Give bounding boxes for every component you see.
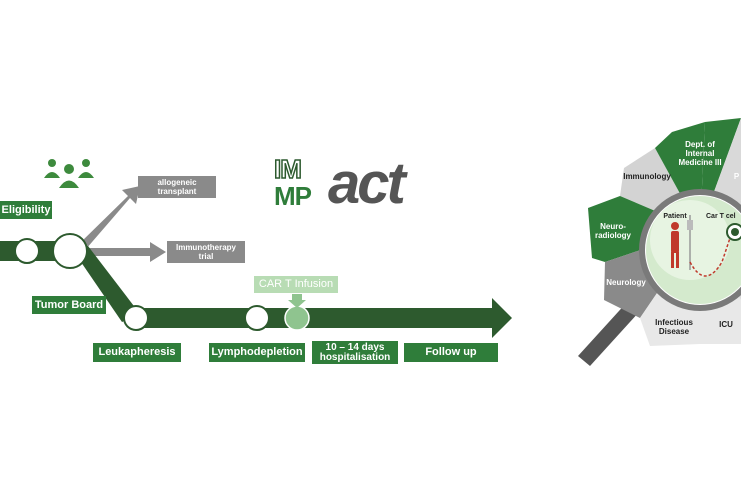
logo-mp: MP xyxy=(274,181,312,211)
hospitalisation-line2: hospitalisation xyxy=(319,351,391,363)
logo-act: act xyxy=(328,151,406,216)
immunotherapy-label: Immunotherapy trial xyxy=(167,241,245,263)
lymphodepletion-label: Lymphodepletion xyxy=(209,343,305,362)
car-t-connection-line xyxy=(689,237,731,277)
hospitalisation-line1: 10 – 14 days xyxy=(325,341,385,353)
milestone-tumor-board xyxy=(52,233,88,269)
leukapheresis-label: Leukapheresis xyxy=(93,343,181,362)
segment-neuroradiology: Neuro-radiology xyxy=(594,222,631,240)
milestone-lymphodepletion xyxy=(244,305,270,331)
eligibility-label: Eligibility xyxy=(0,201,52,219)
segment-icu: ICU xyxy=(719,320,733,329)
segment-infectious: Infectious Disease xyxy=(655,318,693,336)
segment-partial-p: P xyxy=(733,172,740,181)
lens-car-t-cell-label: Car T cel xyxy=(706,213,736,220)
logo-im: IM xyxy=(273,154,302,184)
allogeneic-label: allogeneic transplant xyxy=(138,176,216,198)
arrow-to-immunotherapy xyxy=(85,242,166,262)
car-t-infusion-label: CAR T Infusion xyxy=(254,276,338,293)
team-people-icon xyxy=(44,159,94,188)
segment-immunology: Immunology xyxy=(623,172,671,181)
lens-patient-label: Patient xyxy=(663,213,687,220)
patient-figure-icon xyxy=(671,222,679,268)
car-t-down-arrow xyxy=(288,294,306,308)
milestone-car-t-infusion xyxy=(284,305,310,331)
follow-up-label: Follow up xyxy=(404,343,498,362)
milestone-eligibility xyxy=(14,238,40,264)
tumor-board-label: Tumor Board xyxy=(32,296,106,314)
immpact-logo: IM MP act xyxy=(273,151,474,216)
segment-dept-internal: Dept. of Internal Medicine III xyxy=(678,140,722,167)
hospitalisation-label: 10 – 14 days hospitalisation xyxy=(312,341,398,364)
milestone-leukapheresis xyxy=(123,305,149,331)
segment-neurology: Neurology xyxy=(606,278,646,287)
arrow-to-allogeneic xyxy=(80,186,140,249)
magnifier-wheel xyxy=(578,118,741,366)
branch-arrows xyxy=(80,186,166,262)
